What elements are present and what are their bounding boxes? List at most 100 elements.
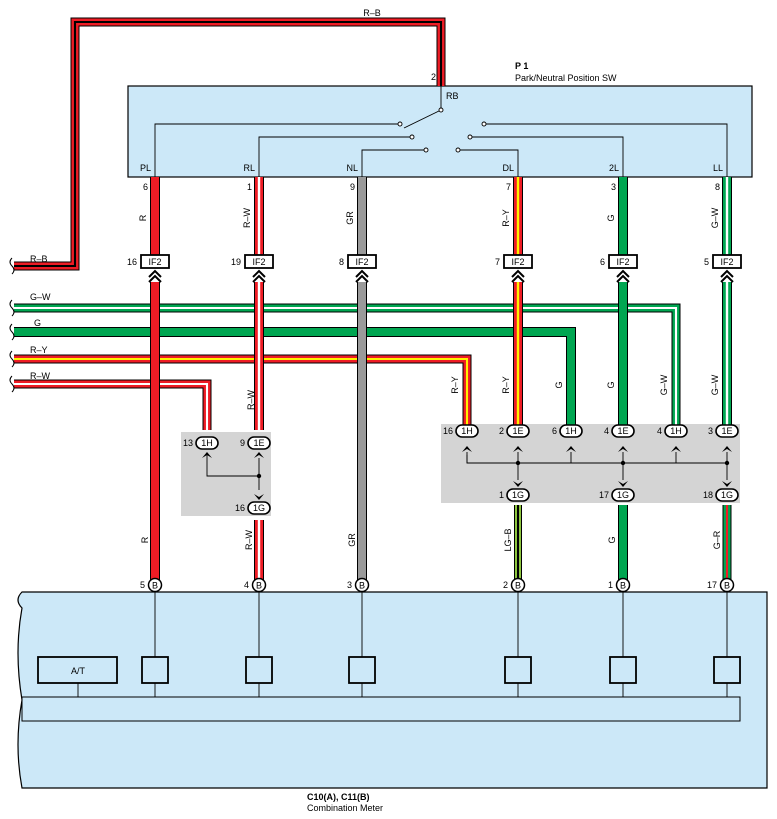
wire-rw-bus [14,379,212,430]
switch-code: P 1 [515,61,528,71]
junction-block-right [441,424,740,503]
junction-right-connector-1g: 1G [715,488,739,502]
junction-pin-number: 13 [183,438,193,448]
park-neutral-switch-box [127,85,753,178]
if2-label: IF2 [511,257,524,267]
switch-contacts [397,107,487,153]
if2-chevron [511,269,525,278]
lower-wire-color-label: G–R [712,530,722,549]
lower-wire-color-label: GR [347,533,357,547]
if2-label: IF2 [355,257,368,267]
switch-position-label: 2L [609,163,619,173]
meter-pin-number: 5 [140,580,145,590]
meter-indicator-box [141,656,169,684]
junction-arrow-down [722,481,732,487]
meter-connector-b: B [510,577,526,593]
meter-connector-b: B [615,577,631,593]
if2-pin-number: 8 [339,257,344,267]
if2-connector: IF2 [503,254,533,269]
junction-connector-label: 1H [201,438,213,448]
upper-wire-color-label: GR [345,211,355,225]
meter-connector-label: B [620,581,626,591]
combination-meter-box [17,591,768,789]
wire-break-mark [9,350,15,368]
junction-pin-number: 1 [499,490,504,500]
meter-connector-b: B [354,577,370,593]
meter-indicator-box [609,656,637,684]
junction-right-wire-label: G–W [710,374,720,395]
junction-pin-number: 3 [708,426,713,436]
meter-pin-number: 3 [347,580,352,590]
switch-position-label: RL [243,163,255,173]
switch-position-label: PL [140,163,151,173]
junction-arrow-down [513,481,523,487]
junction-connector-label: 1H [670,426,682,436]
junction-arrow-up [202,452,212,458]
junction-right-connector-1g: 1G [611,488,635,502]
meter-pin-number: 1 [608,580,613,590]
switch-pin-number: 1 [247,182,252,192]
junction-arrow-up [254,452,264,458]
junction-right-wire-label: R–Y [501,376,511,394]
meter-pin-number: 17 [707,580,717,590]
junction-connector-label: 1H [461,426,473,436]
wires [14,17,732,580]
switch-pin-number: 8 [715,182,720,192]
at-label: A/T [71,666,86,676]
junction-left-connector-1h: 1H [195,436,219,450]
upper-wire-color-label: G–W [710,207,720,228]
switch-pin-number: 6 [143,182,148,192]
switch-position-label: DL [502,163,514,173]
meter-pin-number: 4 [244,580,249,590]
meter-code: C10(A), C11(B) [307,792,370,802]
if2-chevron [720,269,734,278]
junction-left-connector-1e: 1E [247,436,271,450]
meter-connector-label: B [256,581,262,591]
junction-pin-number: 6 [552,426,557,436]
left-wire-label-rw: R–W [30,371,51,381]
junction-arrow-up [566,446,576,452]
if2-chevron [616,269,630,278]
junction-pin-number: 18 [703,490,713,500]
switch-pin-number: 7 [506,182,511,192]
meter-indicator-box [504,656,532,684]
switch-position-label: NL [346,163,358,173]
switch-pin-number: 9 [350,182,355,192]
if2-connector: IF2 [608,254,638,269]
junction-arrow-down [254,494,264,500]
junction-connector-label: 1E [617,426,628,436]
wire-gw-bus [14,303,681,430]
meter-name: Combination Meter [307,803,383,813]
junction-arrow-up [671,446,681,452]
at-box [37,656,118,684]
if2-pin-number: 5 [704,257,709,267]
junction-arrow-up [618,446,628,452]
wire-break-mark [9,299,15,317]
junction-left-wire-label: R–W [246,389,256,410]
top-wire-label: R–B [363,8,381,18]
left-wire-label-gw: G–W [30,292,51,302]
wire-rb [14,17,446,271]
meter-pin-number: 2 [503,580,508,590]
if2-pin-number: 6 [600,257,605,267]
wire-break-mark [9,375,15,393]
junction-arrow-up [722,446,732,452]
if2-pin-number: 16 [127,257,137,267]
meter-indicator-box [348,656,376,684]
if2-connector: IF2 [347,254,377,269]
switch-input-label: RB [446,91,459,101]
if2-label: IF2 [720,257,733,267]
meter-indicator-box [713,656,741,684]
lower-wire-color-label: G [607,536,617,543]
lower-wire-color-label: R [140,536,150,543]
if2-chevron [355,274,369,283]
meter-connector-b: B [719,577,735,593]
junction-connector-label: 1G [512,490,524,500]
if2-connector: IF2 [140,254,170,269]
wire-ry-bus [14,354,472,430]
junction-arrow-down [618,481,628,487]
wire-g-bus [14,327,576,430]
if2-connector: IF2 [244,254,274,269]
if2-chevron [355,269,369,278]
